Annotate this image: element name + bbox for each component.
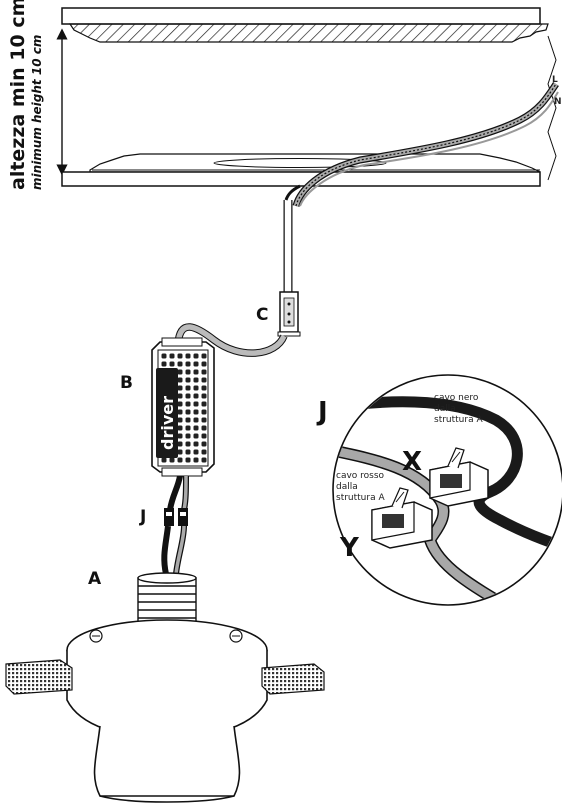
height-label: altezza min 10 cm minimum height 10 cm bbox=[7, 0, 44, 190]
callout-black-cable: cavo nero dalla struttura A bbox=[434, 393, 483, 425]
callout-red-cable: cavo rosso dalla struttura A bbox=[336, 471, 385, 503]
connector-j bbox=[164, 508, 188, 526]
detail-circle bbox=[332, 374, 562, 606]
callout-red-line3: struttura A bbox=[336, 493, 385, 503]
driver-b: driver bbox=[151, 337, 215, 477]
ceiling-slab bbox=[61, 7, 549, 43]
height-label-main: altezza min 10 cm bbox=[7, 0, 29, 190]
false-ceiling bbox=[61, 153, 541, 187]
fixture-cables bbox=[161, 525, 187, 575]
label-X: X bbox=[402, 447, 422, 477]
callout-red-line2: dalla bbox=[336, 482, 358, 492]
label-N: N bbox=[554, 97, 562, 107]
label-Y: Y bbox=[339, 533, 360, 563]
connector-x bbox=[429, 447, 489, 507]
callout-black-line1: cavo nero bbox=[434, 393, 479, 403]
fixture-a bbox=[5, 572, 325, 803]
callout-black-line3: struttura A bbox=[434, 415, 483, 425]
label-C: C bbox=[256, 305, 268, 325]
connector-y bbox=[371, 487, 433, 549]
label-B: B bbox=[120, 373, 133, 393]
callout-red-line1: cavo rosso bbox=[336, 471, 385, 481]
label-J-detail: J bbox=[316, 397, 328, 427]
mains-cable bbox=[292, 82, 559, 208]
label-J-main: J bbox=[139, 507, 146, 527]
supply-cable-vertical bbox=[283, 184, 301, 296]
connector-c bbox=[277, 291, 301, 337]
height-label-sub: minimum height 10 cm bbox=[30, 35, 44, 190]
label-L: L bbox=[552, 75, 558, 85]
wall-break-line bbox=[547, 35, 557, 181]
driver-output-cables bbox=[167, 475, 189, 511]
label-A: A bbox=[88, 569, 102, 589]
driver-text: driver bbox=[158, 396, 177, 450]
callout-black-line2: dalla bbox=[434, 404, 456, 414]
